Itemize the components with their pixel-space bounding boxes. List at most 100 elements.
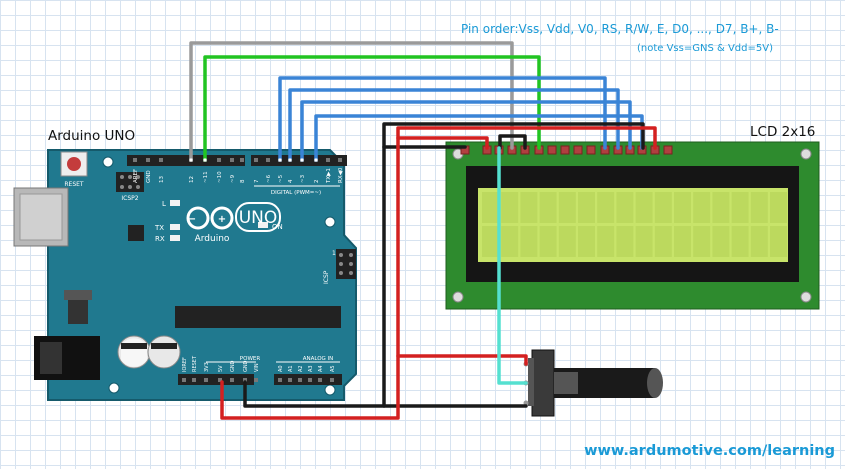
lcd-char-cell <box>654 192 672 223</box>
header-pin[interactable] <box>192 378 196 382</box>
mount-hole <box>108 382 120 394</box>
capacitor <box>117 335 151 369</box>
wire-red-vdd <box>220 136 489 420</box>
wire-gray-rs <box>189 41 514 162</box>
digital-header-left <box>127 155 245 166</box>
header-pin[interactable] <box>266 158 270 162</box>
lcd-pin[interactable] <box>663 145 673 155</box>
lcd-char-cell <box>693 192 711 223</box>
header-pin[interactable] <box>146 158 150 162</box>
lcd-char-cell <box>712 192 730 223</box>
potentiometer[interactable] <box>523 349 664 417</box>
lcd-char-cell <box>578 226 595 257</box>
lcd-pin[interactable] <box>547 145 557 155</box>
bottom-pin-label: A3 <box>308 365 314 372</box>
wire-cyan-v0 <box>497 146 528 385</box>
lcd-pin[interactable] <box>573 145 583 155</box>
header-pin[interactable] <box>218 378 222 382</box>
top-pin-label: ~11 <box>203 171 209 183</box>
header-pin[interactable] <box>230 378 234 382</box>
lcd-char-cell <box>558 192 576 223</box>
l-led-label: L <box>162 200 166 208</box>
header-pin[interactable] <box>326 158 330 162</box>
header-pin[interactable] <box>204 378 208 382</box>
header-pin[interactable] <box>298 378 302 382</box>
lcd-char-cell <box>770 226 787 257</box>
header-pin[interactable] <box>318 378 322 382</box>
wire-red-backlight <box>396 126 657 150</box>
mount-hole <box>452 291 464 303</box>
lcd-char-cell <box>616 226 634 257</box>
header-pin[interactable] <box>254 378 258 382</box>
top-pin-label: 7 <box>254 179 260 183</box>
bottom-pin-label: IOREF <box>182 357 188 372</box>
microcontroller-chip <box>175 306 341 328</box>
header-pin[interactable] <box>254 158 258 162</box>
wire-black-rw <box>498 134 527 150</box>
lcd-char-cell <box>674 192 691 223</box>
header-pin[interactable] <box>217 158 221 162</box>
reset-button-knob <box>67 157 81 171</box>
header-pin[interactable] <box>182 378 186 382</box>
header-pin[interactable] <box>288 378 292 382</box>
website-url[interactable]: www.ardumotive.com/learning <box>584 443 835 459</box>
bottom-pin-label: RESET <box>192 355 198 372</box>
rx-led <box>170 235 180 241</box>
mount-hole <box>800 148 812 160</box>
lcd-char-cell <box>731 226 749 257</box>
pin-order-note: Pin order:Vss, Vdd, V0, RS, R/W, E, D0, … <box>461 22 779 36</box>
lcd-char-cell <box>750 226 768 257</box>
lcd-char-cell <box>693 226 711 257</box>
wire-black-gnd <box>243 380 528 408</box>
power-label: POWER <box>240 356 261 362</box>
header-pin[interactable] <box>330 378 334 382</box>
bottom-pin-label: A4 <box>318 365 324 372</box>
header-pin[interactable] <box>308 378 312 382</box>
lcd-char-cell <box>616 192 634 223</box>
l-led <box>170 200 180 206</box>
bottom-pin-label: 5V <box>218 365 224 372</box>
voltage-regulator <box>68 298 88 324</box>
lcd-pin[interactable] <box>560 145 570 155</box>
capacitor <box>147 335 181 369</box>
usb-chip <box>128 225 144 241</box>
header-pin[interactable] <box>159 158 163 162</box>
top-pin-label: 4 <box>288 179 294 183</box>
digital-label: DIGITAL (PWM=~) <box>271 190 321 196</box>
wire-red-pot <box>396 354 528 366</box>
top-pin-label: 2 <box>314 180 320 184</box>
top-pin-label: RX◀0 <box>338 167 344 183</box>
bottom-pin-label: VIN <box>254 363 260 372</box>
top-pin-label: ~10 <box>217 171 223 183</box>
bottom-pin-label: GND <box>230 360 236 372</box>
reset-label: RESET <box>64 181 84 188</box>
wire-blue-d6 <box>288 88 620 162</box>
top-pin-label: ~3 <box>300 174 306 183</box>
power-header <box>178 374 254 385</box>
header-pin[interactable] <box>240 158 244 162</box>
tx-led-label: TX <box>154 224 164 232</box>
arduino-title: Arduino UNO <box>48 128 135 144</box>
icsp-label: ICSP <box>323 270 330 284</box>
lcd-char-cell <box>578 192 595 223</box>
mount-hole <box>324 384 336 396</box>
top-pin-label: ~6 <box>266 174 272 183</box>
bottom-pin-label: A5 <box>330 365 336 372</box>
lcd-char-cell <box>482 226 499 257</box>
svg-text:+: + <box>218 214 226 225</box>
lcd-pin[interactable] <box>586 145 596 155</box>
lcd-char-cell <box>539 226 557 257</box>
bottom-pin-label: A1 <box>288 365 294 372</box>
lcd-char-cell <box>750 192 768 223</box>
top-pin-label: ~5 <box>278 174 284 183</box>
header-pin[interactable] <box>278 378 282 382</box>
header-pin[interactable] <box>243 378 247 382</box>
lcd-char-cell <box>501 192 519 223</box>
on-led <box>258 222 268 228</box>
header-pin[interactable] <box>230 158 234 162</box>
header-pin[interactable] <box>338 158 342 162</box>
vss-vdd-note: (note Vss=GNS & Vdd=5V) <box>637 43 773 54</box>
header-pin[interactable] <box>133 158 137 162</box>
